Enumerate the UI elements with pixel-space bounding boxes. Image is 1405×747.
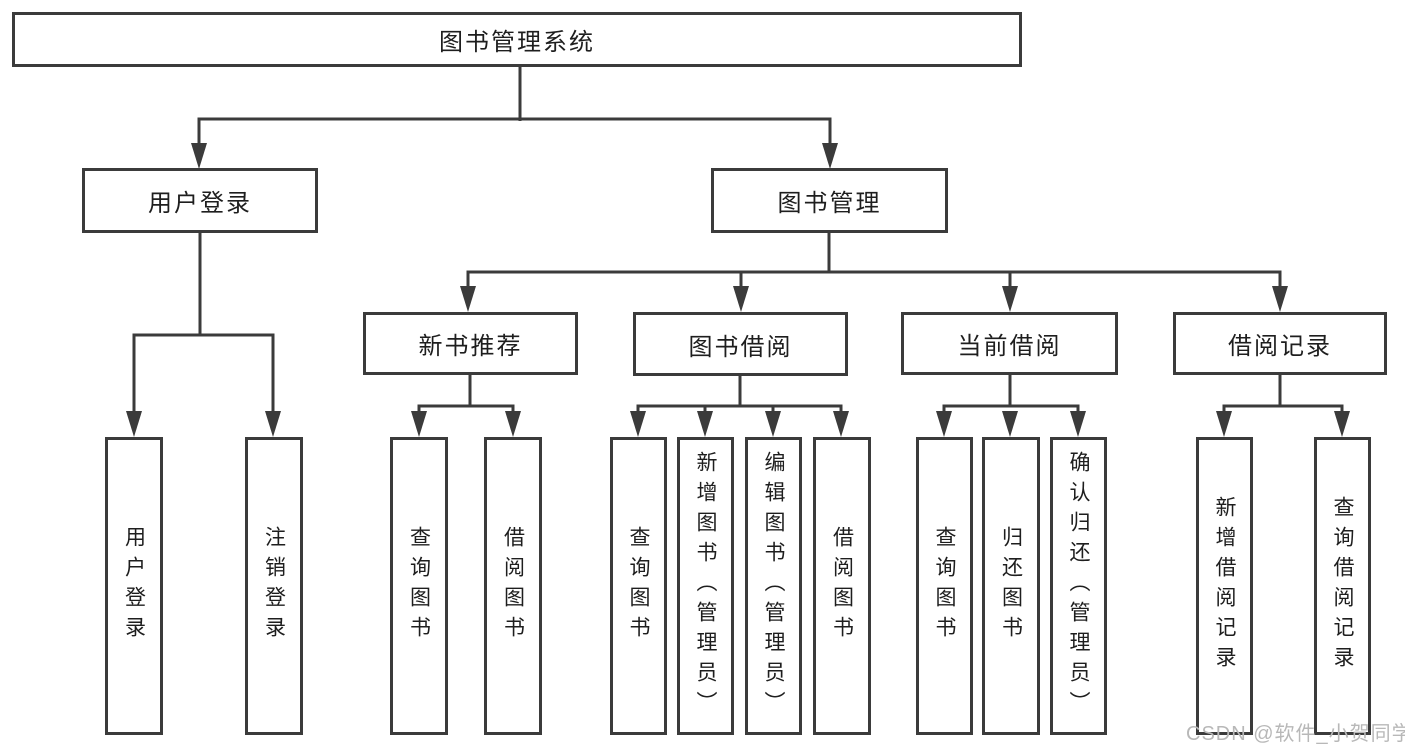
leaf-current-confirm-return-admin: 确认归还（管理员） [1050,437,1107,735]
arrow-down-icon [505,411,521,437]
node-current-borrow: 当前借阅 [901,312,1118,375]
node-label: 当前借阅 [957,333,1062,360]
leaf-label: 新增借阅记录 [1213,496,1237,676]
leaf-label: 编辑图书（管理员） [762,451,786,721]
arrow-down-icon [1216,411,1232,437]
node-label: 图书管理系统 [439,29,595,56]
leaf-label: 注销登录 [262,526,286,646]
leaf-newrec-query-books: 查询图书 [390,437,448,735]
arrow-down-icon [1002,286,1018,312]
arrow-down-icon [697,411,713,437]
arrow-down-icon [1272,286,1288,312]
leaf-label: 查询图书 [627,526,651,646]
node-label: 用户登录 [148,190,252,217]
leaf-newrec-borrow-books: 借阅图书 [484,437,542,735]
leaf-records-query-record: 查询借阅记录 [1314,437,1371,735]
leaf-current-return-books: 归还图书 [982,437,1040,735]
arrow-down-icon [1070,411,1086,437]
arrow-down-icon [460,286,476,312]
leaf-borrow-add-books-admin: 新增图书（管理员） [677,437,734,735]
arrow-down-icon [411,411,427,437]
leaf-records-add-record: 新增借阅记录 [1196,437,1253,735]
arrow-down-icon [265,411,281,437]
node-book-borrow: 图书借阅 [633,312,848,376]
node-new-book-recommend: 新书推荐 [363,312,578,375]
node-label: 新书推荐 [418,333,523,360]
arrow-down-icon [733,286,749,312]
node-label: 图书借阅 [688,333,793,361]
leaf-logout: 注销登录 [245,437,303,735]
node-borrow-records: 借阅记录 [1173,312,1387,375]
arrow-down-icon [936,411,952,437]
arrow-down-icon [126,411,142,437]
watermark: CSDN @软件_小贺同学 [1186,723,1405,745]
arrow-down-icon [822,143,838,169]
leaf-current-query-books: 查询图书 [916,437,973,735]
leaf-label: 查询图书 [407,526,431,646]
leaf-label: 查询借阅记录 [1331,496,1355,676]
node-root: 图书管理系统 [12,12,1022,67]
leaf-label: 查询图书 [933,526,957,646]
leaf-label: 归还图书 [999,526,1023,646]
leaf-label: 用户登录 [122,526,146,646]
node-book-management: 图书管理 [711,168,948,233]
leaf-borrow-edit-books-admin: 编辑图书（管理员） [745,437,802,735]
leaf-label: 新增图书（管理员） [694,451,718,721]
arrow-down-icon [765,411,781,437]
leaf-user-login: 用户登录 [105,437,163,735]
arrow-down-icon [1002,411,1018,437]
node-label: 借阅记录 [1228,333,1332,360]
arrow-down-icon [191,143,207,169]
arrow-down-icon [833,411,849,437]
leaf-label: 确认归还（管理员） [1067,451,1091,721]
node-user-login: 用户登录 [82,168,318,233]
leaf-borrow-borrow-books: 借阅图书 [813,437,871,735]
node-label: 图书管理 [777,190,882,217]
leaf-label: 借阅图书 [501,526,525,646]
arrow-down-icon [1334,411,1350,437]
leaf-label: 借阅图书 [830,526,854,646]
arrow-down-icon [630,411,646,437]
leaf-borrow-query-books: 查询图书 [610,437,667,735]
